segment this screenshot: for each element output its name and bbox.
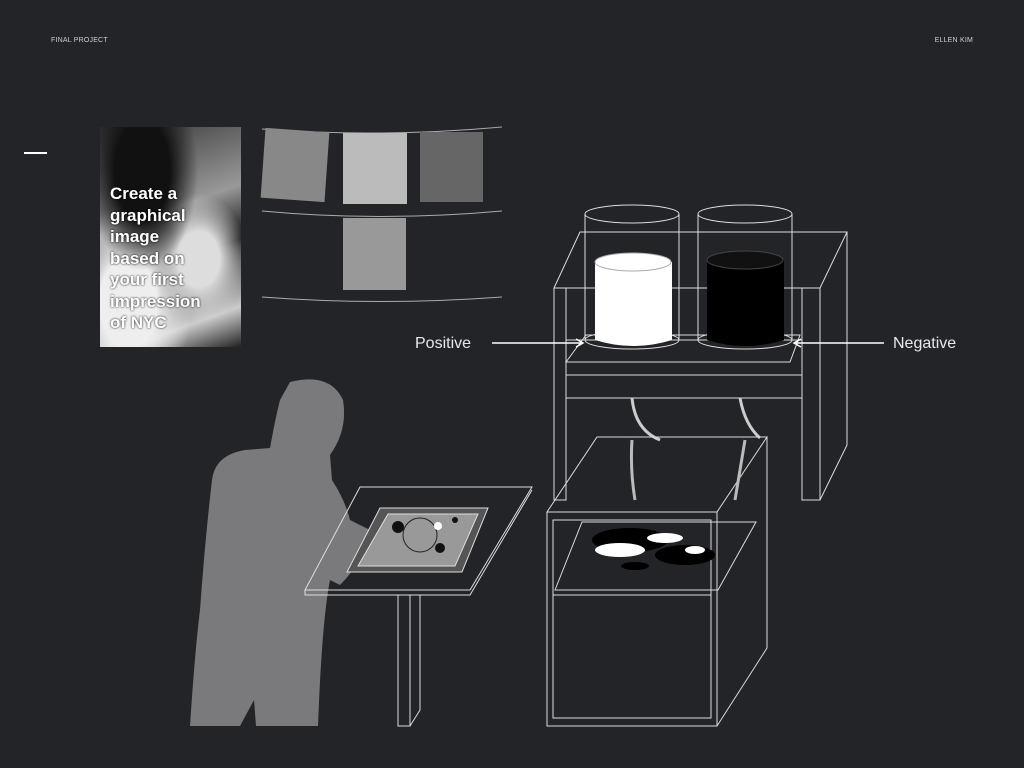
poster-image: Create a graphical image based on your f…	[100, 127, 241, 347]
negative-arrow	[792, 338, 884, 348]
header-project-title: FINAL PROJECT	[51, 37, 108, 44]
positive-arrow	[492, 338, 585, 348]
negative-label: Negative	[893, 335, 957, 352]
touch-kiosk	[304, 486, 533, 727]
clothesline-prints	[260, 126, 503, 302]
positive-label: Positive	[415, 335, 472, 352]
poster-text: Create a graphical image based on your f…	[110, 184, 201, 332]
person-silhouette	[190, 379, 370, 726]
header-author: ELLEN KIM	[934, 37, 973, 44]
ink-shelf	[553, 204, 848, 501]
slide-marker-dash	[24, 152, 47, 154]
ink-tank	[546, 436, 768, 727]
